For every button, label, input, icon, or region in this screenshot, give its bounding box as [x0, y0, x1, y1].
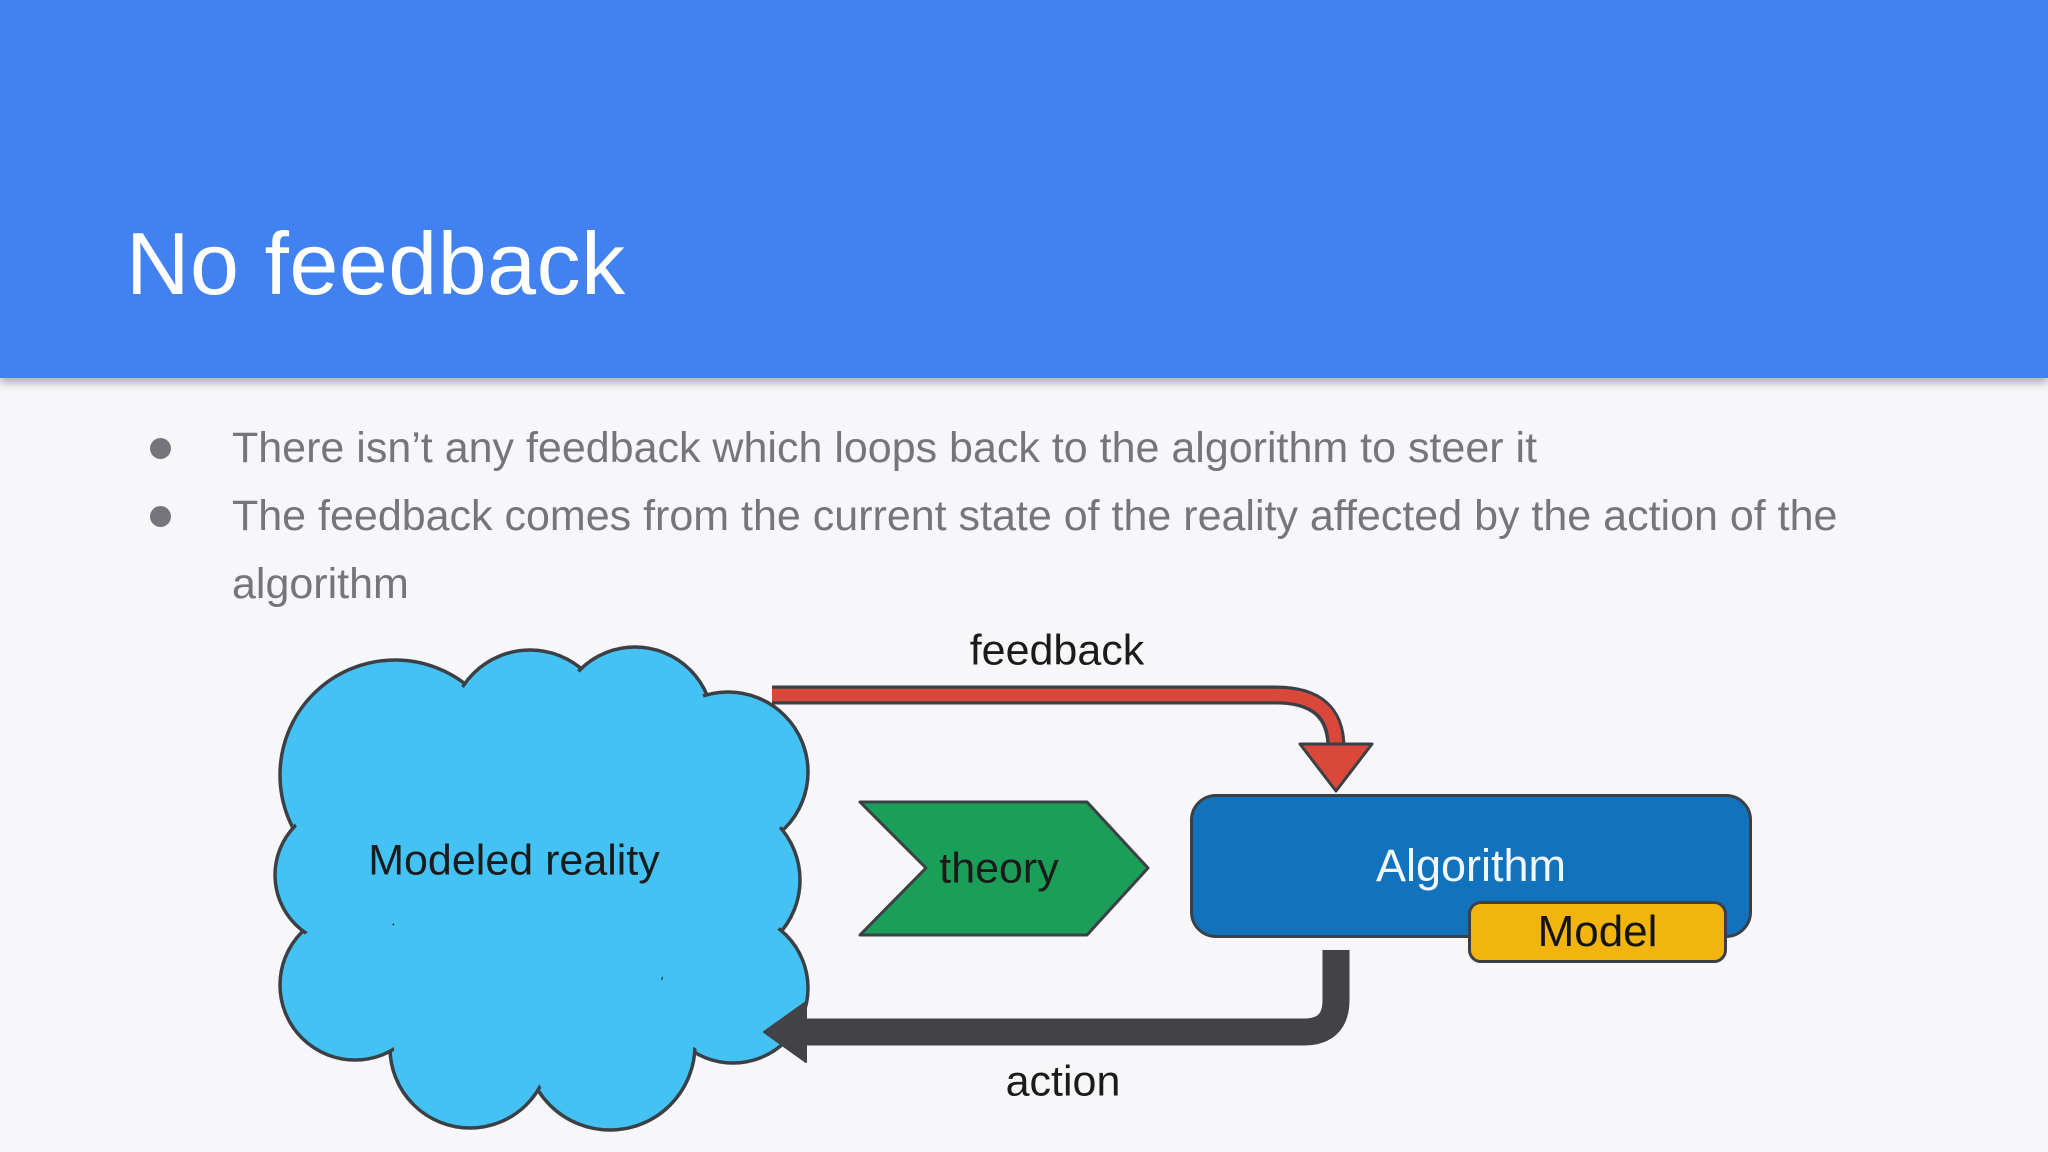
slide-header-band: No feedback — [0, 0, 2048, 378]
model-label: Model — [1537, 907, 1658, 956]
model-box: Model — [1468, 901, 1727, 963]
theory-chevron — [858, 800, 1150, 937]
bullet-text: The feedback comes from the current stat… — [232, 492, 1838, 608]
slide-title: No feedback — [126, 214, 626, 313]
bullet-list: There isn’t any feedback which loops bac… — [140, 414, 1840, 618]
feedback-label: feedback — [969, 626, 1145, 675]
cloud-shape-fill — [279, 651, 804, 1126]
algorithm-label: Algorithm — [1375, 840, 1567, 891]
action-arrow — [763, 950, 1350, 1063]
bullet-icon — [150, 506, 171, 527]
bullet-text: There isn’t any feedback which loops bac… — [232, 424, 1538, 472]
list-item: There isn’t any feedback which loops bac… — [140, 414, 1840, 482]
action-label: action — [1005, 1057, 1121, 1106]
theory-label: theory — [939, 844, 1059, 893]
cloud-label: Modeled reality — [368, 836, 660, 885]
feedback-arrow — [772, 685, 1374, 793]
bullet-icon — [150, 438, 171, 459]
list-item: The feedback comes from the current stat… — [140, 482, 1840, 618]
